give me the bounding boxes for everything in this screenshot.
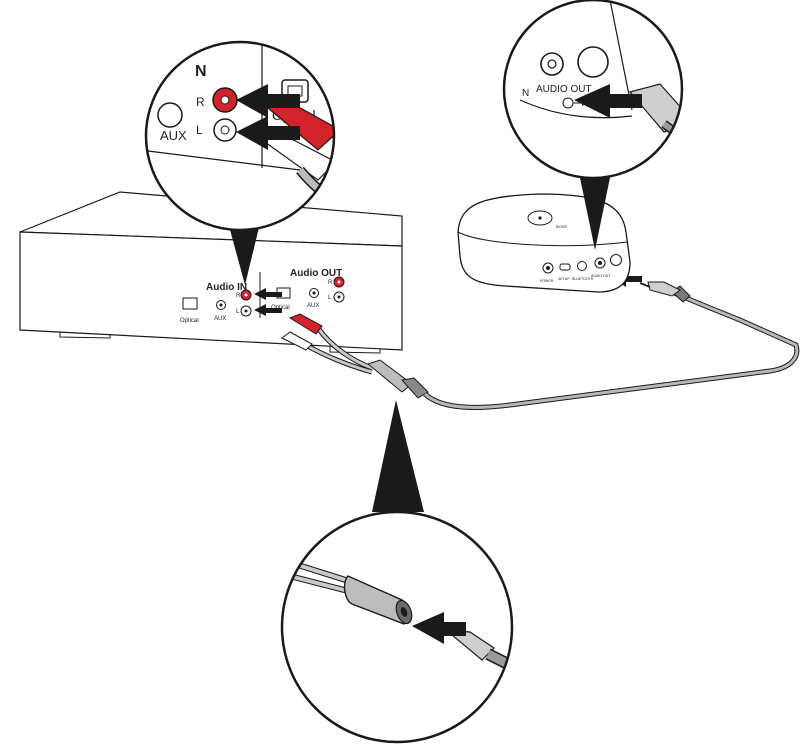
callout-pointer-bottom (372, 400, 424, 512)
insert-arrow-icon (254, 304, 282, 316)
zoom-aux-label: AUX (160, 128, 187, 143)
bluetooth-adapter: BOSE POWER SETUP BLUETOOTH AUDIO OUT (457, 193, 631, 293)
zoom-insert-arrow-icon (574, 84, 642, 118)
audio-in-label: Audio IN (206, 282, 247, 293)
zoom-audio-out-label: AUDIO OUT (536, 84, 592, 95)
aux-plug (639, 281, 691, 303)
rca-y-cable (281, 313, 429, 399)
zoom-right-label: R (196, 95, 205, 109)
callout-pointer-top (226, 215, 262, 285)
zoom-cable-joint (280, 510, 514, 744)
svg-text:BOSE: BOSE (556, 224, 567, 229)
power-label: POWER (540, 279, 554, 283)
callout-pointer-right (578, 168, 612, 250)
left-label: L (236, 309, 240, 315)
zoom-insert-arrow-icon (412, 612, 466, 644)
audio-out-label: Audio OUT (290, 268, 342, 279)
left-out-label: L (328, 295, 332, 301)
right-label: R (236, 293, 241, 299)
aux-cable (423, 289, 800, 410)
zoom-insert-arrow-icon (236, 84, 300, 118)
optical-label: Optical (180, 318, 199, 324)
adapter-audio-out-label: AUDIO OUT (591, 274, 611, 278)
zoom-adapter-audio-out: N AUDIO OUT (502, 0, 684, 180)
insert-arrow-icon (254, 288, 282, 300)
bluetooth-label: BLUETOOTH (572, 277, 594, 281)
zoom-insert-arrow-icon (236, 116, 300, 150)
zoom-partial-label: N (522, 88, 529, 99)
right-out-label: R (328, 280, 333, 286)
aux-out-label: AUX (307, 303, 319, 309)
setup-label: SETUP (558, 277, 570, 281)
zoom-partial-title: N (195, 63, 207, 80)
zoom-receiver-inputs: N AUX R L Optical (144, 40, 336, 232)
bluetooth-button (577, 261, 587, 271)
zoom-left-label: L (196, 123, 203, 137)
setup-port (559, 263, 571, 271)
optical-port (182, 297, 198, 310)
aux-label: AUX (214, 316, 226, 322)
